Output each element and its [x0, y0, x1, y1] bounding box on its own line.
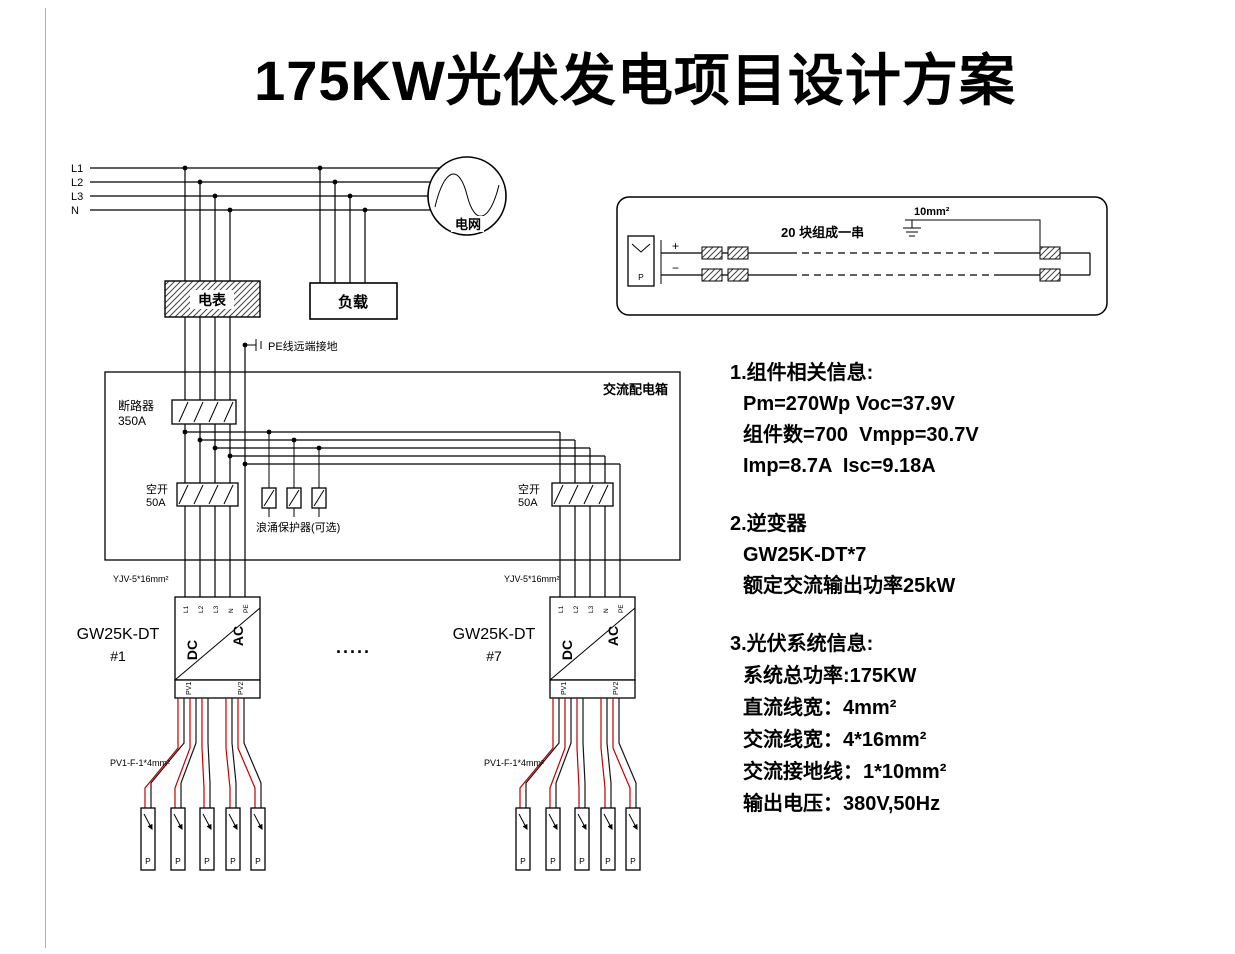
grid-label: 电网	[455, 217, 481, 232]
inverter7-model: GW25K-DT	[453, 626, 536, 643]
phase-label-l3: L3	[71, 191, 83, 203]
info-line: 组件数=700 Vmpp=30.7V	[743, 424, 979, 446]
info-line: 直流线宽：4mm²	[743, 697, 897, 719]
pe-ground: PE线远端接地	[242, 339, 338, 353]
ac-box-label: 交流配电箱	[603, 382, 668, 397]
info-heading-modules: 1.组件相关信息:	[730, 362, 874, 384]
info-section-modules: 1.组件相关信息: Pm=270Wp Voc=37.9V 组件数=700 Vmp…	[730, 358, 1210, 482]
pv-panel-label: P	[255, 856, 261, 866]
string-diagram: P + − 10mm² 20 块组成一串	[616, 196, 1108, 316]
pv-panel-label: P	[605, 856, 611, 866]
inverter1-number: #1	[110, 648, 126, 664]
info-line: 系统总功率:175KW	[743, 665, 917, 687]
inverter1-terminal-l3: L3	[213, 605, 220, 613]
inverter7-pv2-label: PV2	[613, 682, 620, 695]
inverter7-terminal-pe: PE	[618, 604, 625, 613]
circuit-breaker: 断路器 350A	[118, 398, 237, 428]
air-switch-right-rating: 50A	[518, 497, 538, 509]
phase-label-n: N	[71, 205, 79, 217]
inverter7-terminal-l3: L3	[588, 605, 595, 613]
inverter7-dc-label: DC	[559, 640, 575, 660]
inverter1-ac-label: AC	[230, 626, 246, 646]
info-line: Imp=8.7A Isc=9.18A	[743, 455, 936, 477]
ac-cable-label-7: YJV-5*16mm²	[504, 574, 560, 584]
inverter1-terminal-n: N	[228, 608, 235, 613]
bus-wiring	[182, 165, 621, 597]
info-line: 交流线宽：4*16mm²	[743, 729, 927, 751]
load: 负载	[309, 282, 398, 320]
air-switch-left-label: 空开	[146, 482, 168, 496]
breaker-rating: 350A	[118, 414, 146, 428]
inverter1-pv2-label: PV2	[238, 682, 245, 695]
inverter7-terminal-l1: L1	[558, 605, 565, 613]
inverter-ellipsis: .....	[336, 637, 371, 657]
air-switch-right: 空开 50A	[518, 482, 614, 509]
string-panel-label: P	[638, 272, 644, 282]
air-switch-left-rating: 50A	[146, 497, 166, 509]
info-heading-inverter: 2.逆变器	[730, 513, 807, 535]
pv-array-1: P P P P P PV1-F-1*4mm²	[110, 698, 266, 871]
info-section-inverter: 2.逆变器 GW25K-DT*7 额定交流输出功率25kW	[730, 509, 1210, 602]
grid-symbol: 电网	[427, 156, 507, 236]
inverter1-terminal-pe: PE	[243, 604, 250, 613]
minus-terminal: −	[672, 261, 679, 275]
pv-panel-label: P	[145, 856, 151, 866]
phase-label-l1: L1	[71, 163, 83, 175]
pv-panel-label: P	[230, 856, 236, 866]
meter-label: 电表	[198, 292, 227, 308]
page-title: 175KW光伏发电项目设计方案	[254, 49, 1016, 112]
inverter-1: L1 L2 L3 N PE DC AC PV1 PV2 GW25K-DT #1	[77, 596, 261, 699]
info-line: 交流接地线：1*10mm²	[743, 761, 947, 783]
info-line: GW25K-DT*7	[743, 544, 867, 566]
pv-panel-label: P	[175, 856, 181, 866]
info-panel: 1.组件相关信息: Pm=270Wp Voc=37.9V 组件数=700 Vmp…	[730, 358, 1210, 847]
pv-array-7: P P P P P PV1-F-1*4mm²	[484, 698, 641, 871]
phase-label-l2: L2	[71, 177, 83, 189]
pv-panel-label: P	[520, 856, 526, 866]
breaker-label: 断路器	[118, 398, 154, 413]
load-label: 负载	[338, 293, 368, 311]
air-switch-right-label: 空开	[518, 482, 540, 496]
info-line: 输出电压：380V,50Hz	[743, 793, 941, 815]
info-line: 额定交流输出功率25kW	[743, 575, 956, 597]
pv-panel-label: P	[630, 856, 636, 866]
page-margin-line	[45, 8, 46, 948]
inverter1-terminal-l1: L1	[183, 605, 190, 613]
surge-protectors: 浪涌保护器(可选)	[256, 429, 340, 534]
inverter1-terminal-l2: L2	[198, 605, 205, 613]
pv-panel-label: P	[550, 856, 556, 866]
spd-label: 浪涌保护器(可选)	[256, 520, 340, 534]
pv-panel-label: P	[204, 856, 210, 866]
string-note: 20 块组成一串	[781, 225, 864, 240]
inverter7-number: #7	[486, 648, 502, 664]
inverter1-model: GW25K-DT	[77, 626, 160, 643]
dc-cable-label-7: PV1-F-1*4mm²	[484, 758, 544, 768]
inverter7-terminal-l2: L2	[573, 605, 580, 613]
air-switch-left: 空开 50A	[146, 482, 239, 509]
inverter7-pv1-label: PV1	[561, 682, 568, 695]
pe-ground-label: PE线远端接地	[268, 339, 338, 353]
dc-cable-label-1: PV1-F-1*4mm²	[110, 758, 170, 768]
info-heading-system: 3.光伏系统信息:	[730, 633, 874, 655]
info-section-system: 3.光伏系统信息: 系统总功率:175KW 直流线宽：4mm² 交流线宽：4*1…	[730, 629, 1210, 820]
inverter1-dc-label: DC	[184, 640, 200, 660]
meter: 电表	[164, 280, 261, 318]
inverter7-ac-label: AC	[605, 626, 621, 646]
plus-terminal: +	[672, 239, 679, 253]
info-line: Pm=270Wp Voc=37.9V	[743, 393, 955, 415]
phase-lines: L1 L2 L3 N	[71, 163, 441, 217]
ground-wire-size: 10mm²	[914, 206, 950, 218]
inverter1-pv1-label: PV1	[186, 682, 193, 695]
ac-distribution-box: 交流配电箱	[104, 371, 681, 561]
inverter7-terminal-n: N	[603, 608, 610, 613]
ac-cable-label-1: YJV-5*16mm²	[113, 574, 169, 584]
inverter-7: L1 L2 L3 N PE DC AC PV1 PV2 GW25K-DT #7	[453, 596, 636, 699]
pv-panel-label: P	[579, 856, 585, 866]
